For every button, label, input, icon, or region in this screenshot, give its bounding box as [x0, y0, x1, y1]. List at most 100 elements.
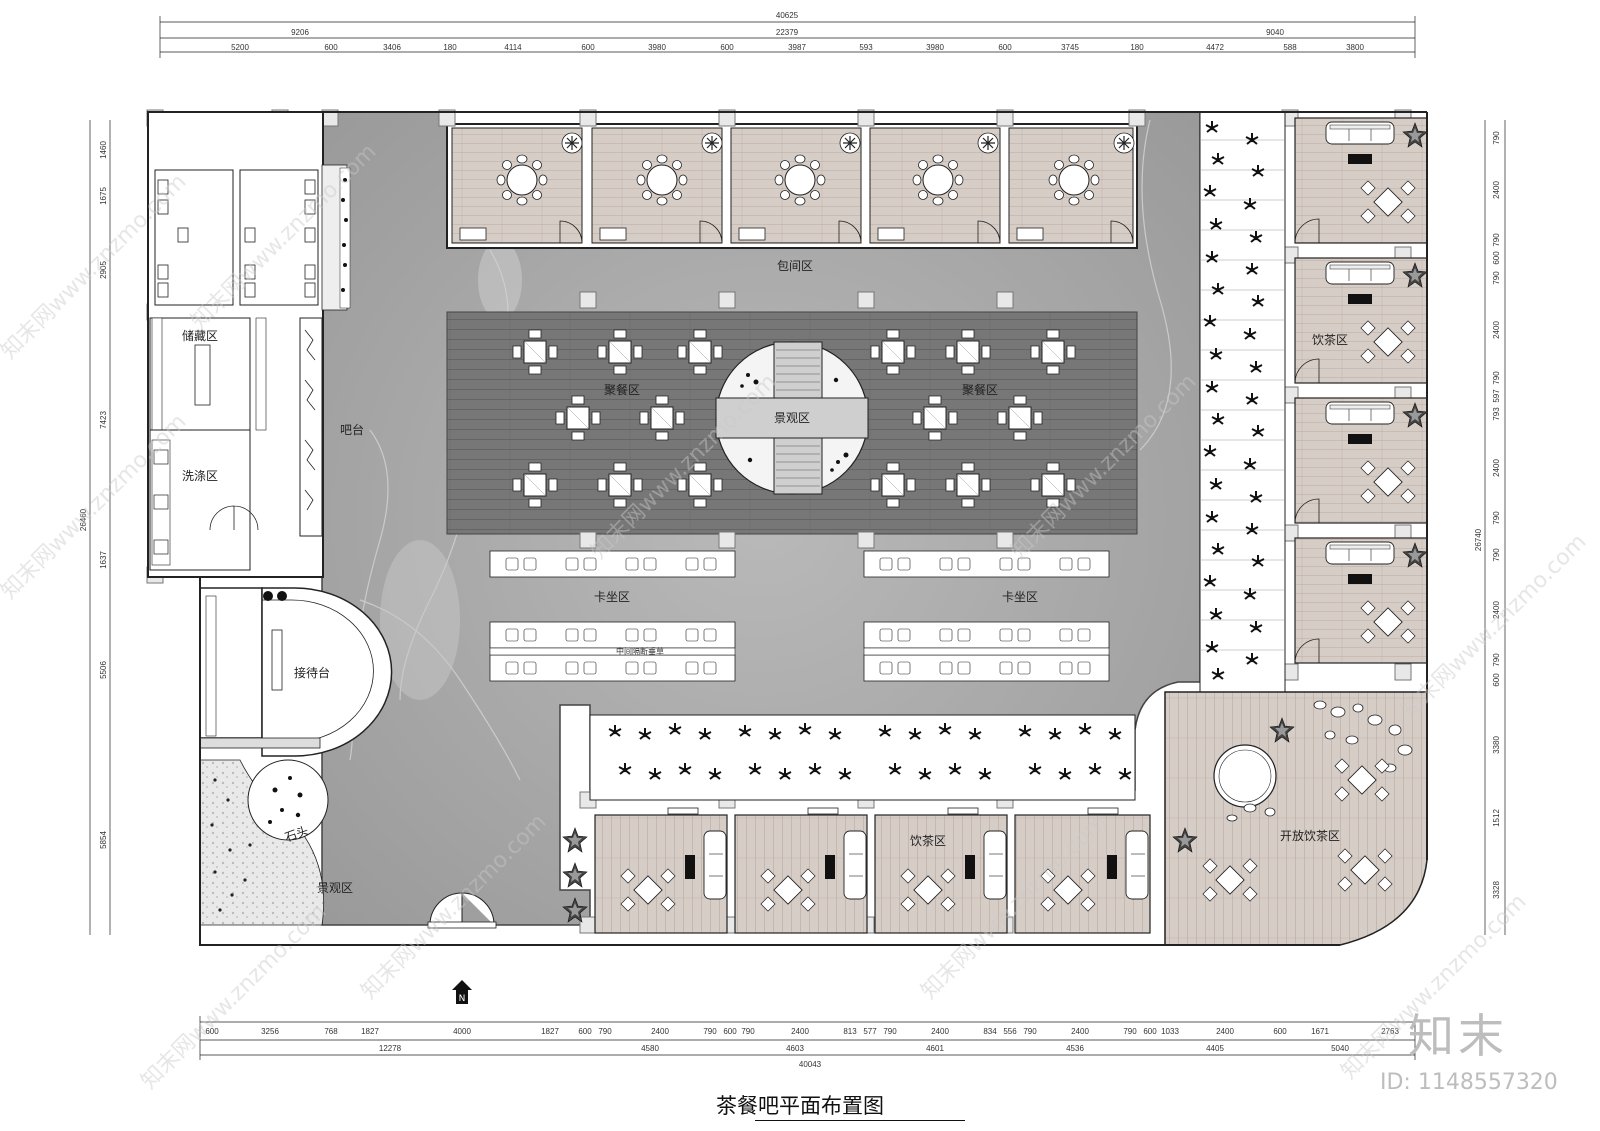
dim-bottom-detail: 790: [741, 1027, 755, 1036]
entrance-door: N: [427, 892, 497, 1004]
dim-bottom-detail: 600: [1143, 1027, 1157, 1036]
area-labels: 包间区 聚餐区 聚餐区 景观区 卡坐区 卡坐区 中间隔断垂草 储藏区 洗涤区 吧…: [182, 259, 1348, 895]
private-rooms: [446, 123, 1138, 249]
dim-right-detail: 793: [1492, 407, 1501, 421]
dim-top-detail: 3987: [788, 43, 806, 52]
dim-left-detail: 5854: [99, 831, 108, 849]
label-open-tea: 开放饮茶区: [1280, 828, 1340, 843]
dim-bottom-detail: 600: [723, 1027, 737, 1036]
watermark: 知末网www.znzmo.com: [137, 899, 332, 1094]
label-booth-right: 卡坐区: [1002, 590, 1038, 604]
watermark-logo: 知末: [1408, 1009, 1508, 1063]
dim-bottom-detail: 577: [863, 1027, 877, 1036]
dim-bottom-detail: 600: [578, 1027, 592, 1036]
dim-right-detail: 2400: [1492, 601, 1501, 619]
dim-bottom-mid: 12278: [379, 1044, 402, 1053]
label-tea-east: 饮茶区: [1312, 332, 1348, 347]
dim-bottom-detail: 556: [1003, 1027, 1017, 1036]
label-private-rooms: 包间区: [777, 259, 813, 273]
dim-right-detail: 2400: [1492, 459, 1501, 477]
dimension-lines: [89, 16, 1506, 1060]
dim-bottom-detail: 790: [883, 1027, 897, 1036]
plant-screen-east: [1199, 111, 1286, 693]
plant-screen-south: [589, 714, 1136, 801]
dim-left-detail: 1637: [99, 551, 108, 569]
dim-bottom-detail: 790: [598, 1027, 612, 1036]
dim-top-mid: 9040: [1266, 28, 1284, 37]
dim-top-detail: 600: [324, 43, 338, 52]
label-dining-right: 聚餐区: [962, 382, 998, 397]
dim-bottom-detail: 1671: [1311, 1027, 1329, 1036]
reception: [199, 587, 393, 757]
label-bar: 吧台: [340, 422, 364, 437]
dim-bottom-detail: 2400: [1071, 1027, 1089, 1036]
dim-bottom-detail: 790: [1023, 1027, 1037, 1036]
dim-bottom-detail: 1827: [541, 1027, 559, 1036]
dim-top-detail: 5200: [231, 43, 249, 52]
dim-right-detail: 600: [1492, 251, 1501, 265]
dim-right-detail: 790: [1492, 548, 1501, 562]
dim-right-total: 26740: [1474, 528, 1483, 551]
tea-rooms-south: [562, 807, 1151, 934]
dim-bottom-detail: 768: [324, 1027, 338, 1036]
dim-top-detail: 4472: [1206, 43, 1224, 52]
dim-right-detail: 790: [1492, 131, 1501, 145]
dim-right-detail: 790: [1492, 271, 1501, 285]
landscape-west: [199, 759, 329, 926]
dim-top-detail: 3800: [1346, 43, 1364, 52]
label-divider-plants: 中间隔断垂草: [616, 646, 664, 656]
dim-top-detail: 600: [720, 43, 734, 52]
dim-bottom-detail: 834: [983, 1027, 997, 1036]
dim-right-detail: 2400: [1492, 181, 1501, 199]
dim-right-detail: 790: [1492, 233, 1501, 247]
dim-bottom-detail: 2400: [931, 1027, 949, 1036]
dim-top-detail: 600: [998, 43, 1012, 52]
dim-bottom-detail: 813: [843, 1027, 857, 1036]
dim-right-detail: 597: [1492, 389, 1501, 403]
dim-bottom-detail: 2763: [1381, 1027, 1399, 1036]
label-landscape-center: 景观区: [774, 411, 810, 425]
dim-bottom-detail: 600: [1273, 1027, 1287, 1036]
dim-left-total: 26460: [79, 508, 88, 531]
dim-top-detail: 593: [859, 43, 873, 52]
dim-bottom-detail: 2400: [1216, 1027, 1234, 1036]
label-booth-left: 卡坐区: [594, 590, 630, 604]
dim-bottom-total: 40043: [799, 1060, 822, 1069]
dim-left-detail: 1460: [99, 141, 108, 159]
dim-top-detail: 600: [581, 43, 595, 52]
dim-bottom-detail: 2400: [791, 1027, 809, 1036]
outer-walls: [147, 111, 1428, 946]
dim-bottom-detail: 600: [205, 1027, 219, 1036]
label-landscape-west: 景观区: [317, 881, 353, 895]
dim-bottom-detail: 790: [1123, 1027, 1137, 1036]
dim-right-detail: 2400: [1492, 321, 1501, 339]
label-storage: 储藏区: [182, 328, 218, 343]
dim-left-detail: 2905: [99, 261, 108, 279]
dim-bottom-mid: 4603: [786, 1044, 804, 1053]
dim-right-detail: 790: [1492, 511, 1501, 525]
dim-top-detail: 3745: [1061, 43, 1079, 52]
dim-top-detail: 3980: [926, 43, 944, 52]
open-tea-area: [1164, 691, 1428, 946]
dim-top-detail: 588: [1283, 43, 1297, 52]
dim-top-detail: 4114: [504, 43, 522, 52]
dim-right-detail: 3380: [1492, 736, 1501, 754]
dim-bottom-detail: 790: [703, 1027, 717, 1036]
service-wing: [147, 111, 351, 578]
dim-right-detail: 600: [1492, 673, 1501, 687]
dim-right-detail: 1512: [1492, 809, 1501, 827]
dim-top-detail: 180: [443, 43, 457, 52]
drawing-title: 茶餐吧平面布置图: [716, 1094, 884, 1118]
dim-bottom-mid: 4536: [1066, 1044, 1084, 1053]
dimension-texts: 40625 9206 22379 9040 5200 600 3406 180 …: [79, 11, 1501, 1069]
dim-left-detail: 7423: [99, 411, 108, 429]
image-id: ID: 1148557320: [1380, 1070, 1558, 1095]
dim-top-mid: 9206: [291, 28, 309, 37]
dim-left-detail: 5506: [99, 661, 108, 679]
dim-bottom-detail: 4000: [453, 1027, 471, 1036]
dim-bottom-mid: 4601: [926, 1044, 944, 1053]
dim-top-mid: 22379: [776, 28, 799, 37]
title-underline: [755, 1120, 965, 1121]
dim-bottom-detail: 3256: [261, 1027, 279, 1036]
